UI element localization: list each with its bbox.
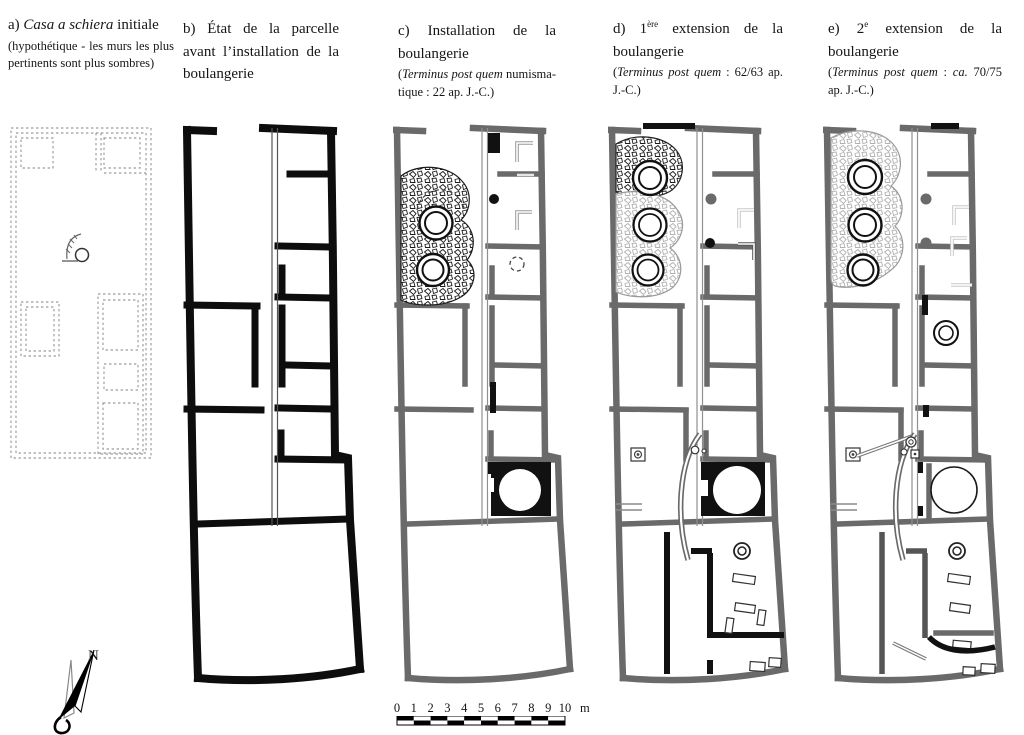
corridor <box>271 128 279 526</box>
walls <box>608 124 789 684</box>
panel-e-header: e) 2e extension de la boulangerie (Termi… <box>828 18 1002 100</box>
north-arrow-icon <box>53 649 95 735</box>
door-jambs <box>737 208 756 260</box>
new-wall-top <box>643 123 695 129</box>
dashed-feature <box>509 256 525 272</box>
door-jambs <box>950 205 972 287</box>
new-walls-black <box>664 532 784 674</box>
new-wall-top <box>931 123 959 129</box>
scale-tick-label: 7 <box>511 701 518 715</box>
panel-d-title: d) 1ère extension de la boulangerie <box>613 19 783 60</box>
panel-d-caption: (Terminus post quem : 62/63 ap. J.-C.) <box>613 65 783 97</box>
plan-c <box>393 124 574 684</box>
scale-tick-label: 10 <box>558 701 572 715</box>
plan-a-dotted <box>10 127 152 459</box>
scale-unit: m <box>580 701 590 715</box>
dotted-walls <box>10 127 152 459</box>
millstones-group <box>830 130 904 288</box>
panel-a-caption: (hypothétique - les murs les plus pertin… <box>8 38 174 71</box>
scale-tick-label: 9 <box>545 701 552 715</box>
corridor <box>696 128 704 526</box>
scale-bar-graphic <box>396 716 566 726</box>
basin-circle <box>933 320 959 346</box>
panel-b-header: b) État de la parcelle avant l’installat… <box>183 18 339 86</box>
oven <box>918 462 978 516</box>
scale-tick-label: 4 <box>461 701 468 715</box>
curved-wall-black <box>926 635 996 654</box>
scale-tick-label: 1 <box>410 701 417 715</box>
scale-tick-label: 8 <box>528 701 535 715</box>
troughs <box>724 572 782 673</box>
panel-c-caption: (Terminus post quem numisma-tique : 22 a… <box>398 67 556 99</box>
central-feature <box>62 233 90 263</box>
column-dot-gray <box>705 193 717 205</box>
new-walls-gray <box>879 532 928 674</box>
walls <box>823 124 1004 684</box>
panel-d-header: d) 1ère extension de la boulangerie (Ter… <box>613 18 783 100</box>
scale-tick-label: 6 <box>494 701 501 715</box>
scale-tick-label: 5 <box>477 701 485 715</box>
column-dot-gray <box>920 193 932 205</box>
walls <box>393 124 574 684</box>
column-dot-gray <box>920 237 932 249</box>
column-dot <box>705 238 715 248</box>
panel-e-title: e) 2e extension de la boulangerie <box>828 19 1002 60</box>
oven <box>488 462 551 516</box>
door-jambs <box>515 141 534 230</box>
panel-c-title: c) Installation de la boulangerie <box>398 23 556 62</box>
panel-e-caption: (Terminus post quem : ca. 70/75 ap. J.-C… <box>828 65 1002 97</box>
wall-black-segment <box>923 405 929 417</box>
north-label: N <box>88 648 99 664</box>
plan-d <box>608 123 789 684</box>
kneading-basin <box>948 542 966 560</box>
latrine <box>616 447 646 511</box>
troughs <box>946 572 996 676</box>
blocked-door <box>488 133 500 153</box>
millstones-group <box>400 166 475 306</box>
corridor <box>481 128 489 526</box>
diagonal-wall-lower <box>892 641 927 661</box>
scale-tick-label: 3 <box>444 701 451 715</box>
scale-tick-label: 0 <box>393 701 401 715</box>
kneading-basin <box>733 542 751 560</box>
wall-black-segment <box>490 382 496 413</box>
corridor <box>911 128 919 526</box>
diagonal-wall <box>856 433 916 458</box>
oven <box>701 462 765 516</box>
wall-black-segment <box>922 295 928 315</box>
walls <box>183 123 365 685</box>
millstones-group <box>615 136 684 298</box>
ramp-wall <box>892 432 920 561</box>
ramp-wall <box>677 432 707 561</box>
panel-c-header: c) Installation de la boulangerie (Termi… <box>398 20 556 102</box>
plan-e <box>823 123 1004 684</box>
panel-a-title: a) Casa a schiera initiale <box>8 17 159 33</box>
panel-a-header: a) Casa a schiera initiale (hypothétique… <box>8 14 174 73</box>
scale-tick-label: 2 <box>427 701 434 715</box>
panel-b-title: b) État de la parcelle avant l’installat… <box>183 21 339 82</box>
column-dot <box>489 194 499 204</box>
plan-b <box>183 123 365 685</box>
